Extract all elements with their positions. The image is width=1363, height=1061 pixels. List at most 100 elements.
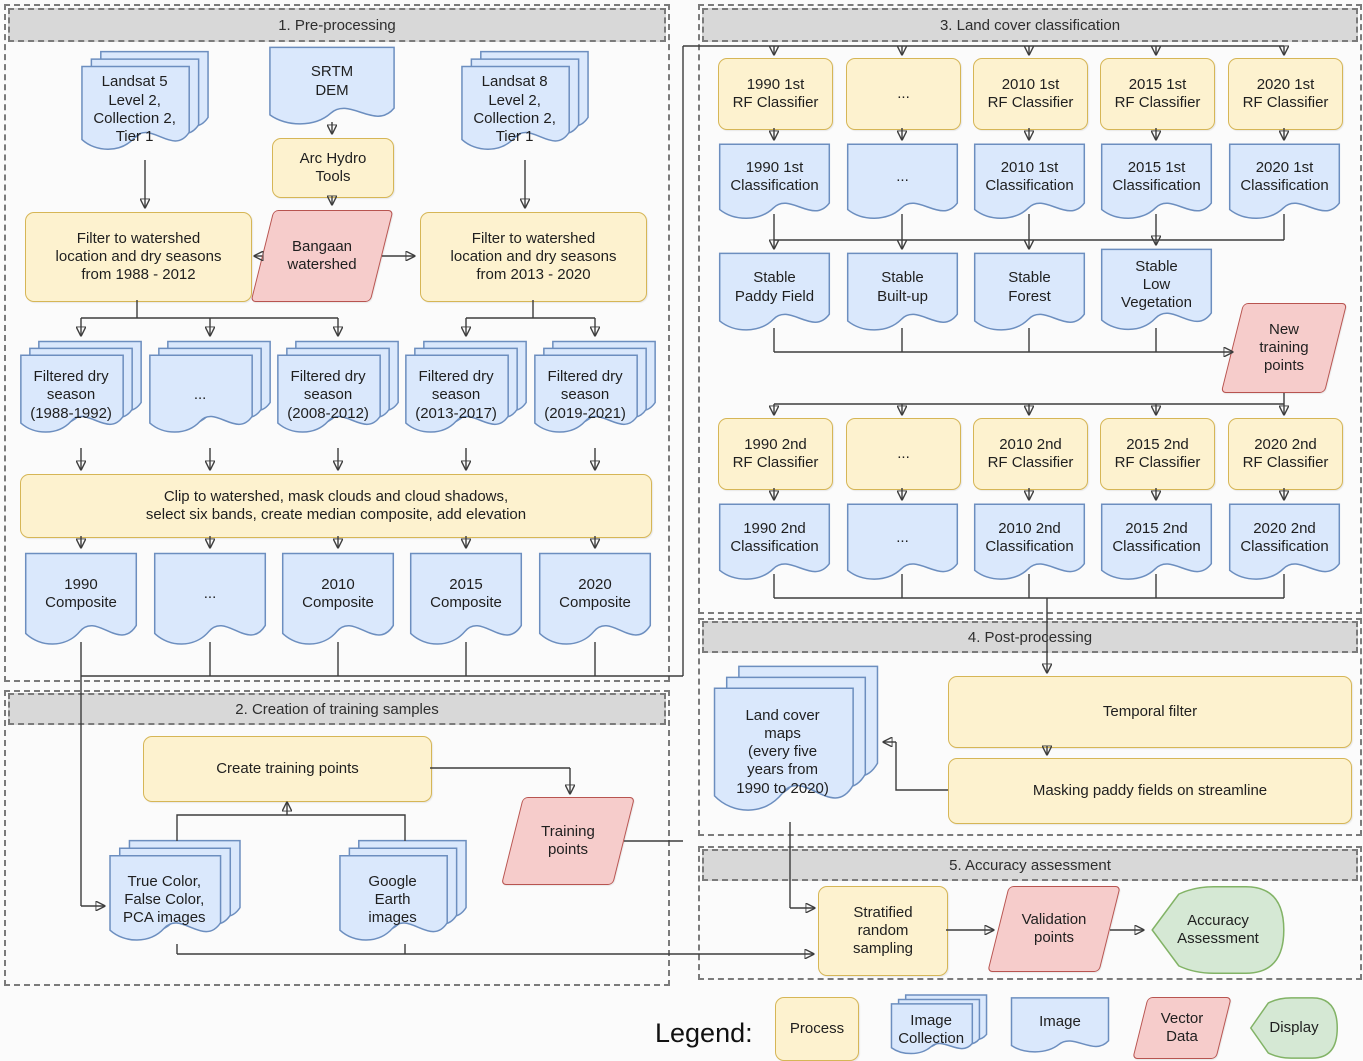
rf-classifier-2020-2nd-process: 2020 2nd RF Classifier <box>1228 418 1343 490</box>
document-shape-icon <box>1228 503 1341 589</box>
classification-ellipsis-2nd-image: ... <box>846 503 959 589</box>
document-shape-icon <box>1228 143 1341 228</box>
rf-classifier-ellipsis-2nd-process: ... <box>846 418 961 490</box>
google-earth-images-collection: Google Earth images <box>338 839 468 951</box>
create-training-points-process: Create training points <box>143 736 432 802</box>
composite-2020-image: 2020 Composite <box>538 552 652 656</box>
image-stack-shape-icon <box>276 340 400 442</box>
section-postprocessing <box>698 618 1362 836</box>
filter-2013-2020-process: Filter to watershed location and dry sea… <box>420 212 647 302</box>
filtered-2013-2017-collection: Filtered dry season (2013-2017) <box>404 340 528 442</box>
image-stack-shape-icon <box>148 340 272 442</box>
legend-vector-data-shape: Vector Data <box>1132 997 1232 1059</box>
rf-classifier-2010-1st-process: 2010 1st RF Classifier <box>973 58 1088 130</box>
image-stack-shape-icon <box>404 340 528 442</box>
document-shape-icon <box>1100 248 1213 340</box>
header-accuracy-title: 5. Accuracy assessment <box>949 856 1111 874</box>
landsat5-collection: Landsat 5 Level 2, Collection 2, Tier 1 <box>80 50 210 160</box>
stratified-random-sampling-process: Stratified random sampling <box>818 886 948 976</box>
stable-built-up-image: Stable Built-up <box>846 252 959 340</box>
arc-hydro-tools-process: Arc Hydro Tools <box>272 138 394 198</box>
header-postprocessing-title: 4. Post-processing <box>967 628 1093 646</box>
rf-classifier-2015-2nd-process: 2015 2nd RF Classifier <box>1100 418 1215 490</box>
document-shape-icon <box>973 503 1086 589</box>
stable-low-vegetation-image: Stable Low Vegetation <box>1100 248 1213 340</box>
document-shape-icon <box>718 143 831 228</box>
display-shape-icon <box>1148 884 1288 976</box>
image-stack-shape-icon <box>338 839 468 951</box>
filtered-2008-2012-collection: Filtered dry season (2008-2012) <box>276 340 400 442</box>
filtered-2019-2021-collection: Filtered dry season (2019-2021) <box>533 340 657 442</box>
composite-1990-image: 1990 Composite <box>24 552 138 656</box>
training-points-vector: Training points <box>501 797 635 885</box>
bangaan-watershed-vector: Bangaan watershed <box>250 210 394 302</box>
header-classification-title: 3. Land cover classification <box>939 16 1121 34</box>
image-stack-shape-icon <box>19 340 143 442</box>
landsat8-collection: Landsat 8 Level 2, Collection 2, Tier 1 <box>460 50 590 160</box>
header-training-samples-title: 2. Creation of training samples <box>235 700 439 718</box>
document-shape-icon <box>718 503 831 589</box>
rf-classifier-1990-1st-process: 1990 1st RF Classifier <box>718 58 833 130</box>
document-shape-icon <box>409 552 523 656</box>
document-shape-icon <box>846 252 959 340</box>
document-shape-icon <box>1010 997 1110 1059</box>
stable-paddy-field-image: Stable Paddy Field <box>718 252 831 340</box>
composite-ellipsis-image: ... <box>153 552 267 656</box>
clip-mask-composite-process: Clip to watershed, mask clouds and cloud… <box>20 474 652 538</box>
classification-2010-2nd-image: 2010 2nd Classification <box>973 503 1086 589</box>
document-shape-icon <box>281 552 395 656</box>
section-classification <box>698 4 1362 614</box>
image-stack-shape-icon <box>533 340 657 442</box>
document-shape-icon <box>153 552 267 656</box>
document-shape-icon <box>538 552 652 656</box>
rf-classifier-ellipsis-1st-process: ... <box>846 58 961 130</box>
filtered-ellipsis-collection: ... <box>148 340 272 442</box>
section-accuracy <box>698 846 1362 980</box>
rf-classifier-2015-1st-process: 2015 1st RF Classifier <box>1100 58 1215 130</box>
validation-points-vector: Validation points <box>987 886 1121 972</box>
classification-2010-1st-image: 2010 1st Classification <box>973 143 1086 228</box>
new-training-points-vector: New training points <box>1220 303 1348 393</box>
composite-2015-image: 2015 Composite <box>409 552 523 656</box>
header-classification: 3. Land cover classification <box>702 8 1358 42</box>
document-shape-icon <box>24 552 138 656</box>
srtm-dem-image: SRTM DEM <box>268 46 396 134</box>
classification-2020-1st-image: 2020 1st Classification <box>1228 143 1341 228</box>
header-preprocessing-title: 1. Pre-processing <box>278 16 396 34</box>
filtered-1988-1992-collection: Filtered dry season (1988-1992) <box>19 340 143 442</box>
classification-1990-2nd-image: 1990 2nd Classification <box>718 503 831 589</box>
document-shape-icon <box>846 503 959 589</box>
true-false-color-pca-collection: True Color, False Color, PCA images <box>108 839 242 951</box>
document-shape-icon <box>1100 143 1213 228</box>
document-shape-icon <box>846 143 959 228</box>
classification-ellipsis-1st-image: ... <box>846 143 959 228</box>
image-stack-shape-icon <box>80 50 210 160</box>
masking-paddy-fields-process: Masking paddy fields on streamline <box>948 758 1352 824</box>
classification-2015-2nd-image: 2015 2nd Classification <box>1100 503 1213 589</box>
image-stack-shape-icon <box>460 50 590 160</box>
image-stack-shape-icon <box>890 994 988 1060</box>
rf-classifier-2020-1st-process: 2020 1st RF Classifier <box>1228 58 1343 130</box>
rf-classifier-2010-2nd-process: 2010 2nd RF Classifier <box>973 418 1088 490</box>
filter-1988-2012-process: Filter to watershed location and dry sea… <box>25 212 252 302</box>
classification-1990-1st-image: 1990 1st Classification <box>718 143 831 228</box>
legend-image-shape: Image <box>1010 997 1110 1059</box>
header-postprocessing: 4. Post-processing <box>702 621 1358 653</box>
document-shape-icon <box>973 252 1086 340</box>
header-preprocessing: 1. Pre-processing <box>8 8 666 42</box>
composite-2010-image: 2010 Composite <box>281 552 395 656</box>
image-stack-shape-icon <box>108 839 242 951</box>
image-stack-shape-icon <box>712 664 880 826</box>
legend-process-shape: Process <box>775 997 859 1061</box>
document-shape-icon <box>718 252 831 340</box>
rf-classifier-1990-2nd-process: 1990 2nd RF Classifier <box>718 418 833 490</box>
document-shape-icon <box>1100 503 1213 589</box>
header-training-samples: 2. Creation of training samples <box>8 693 666 725</box>
document-shape-icon <box>973 143 1086 228</box>
legend-image-collection-shape: Image Collection <box>890 994 988 1060</box>
header-accuracy: 5. Accuracy assessment <box>702 849 1358 881</box>
temporal-filter-process: Temporal filter <box>948 676 1352 748</box>
accuracy-assessment-display: Accuracy Assessment <box>1148 884 1288 976</box>
document-shape-icon <box>268 46 396 134</box>
